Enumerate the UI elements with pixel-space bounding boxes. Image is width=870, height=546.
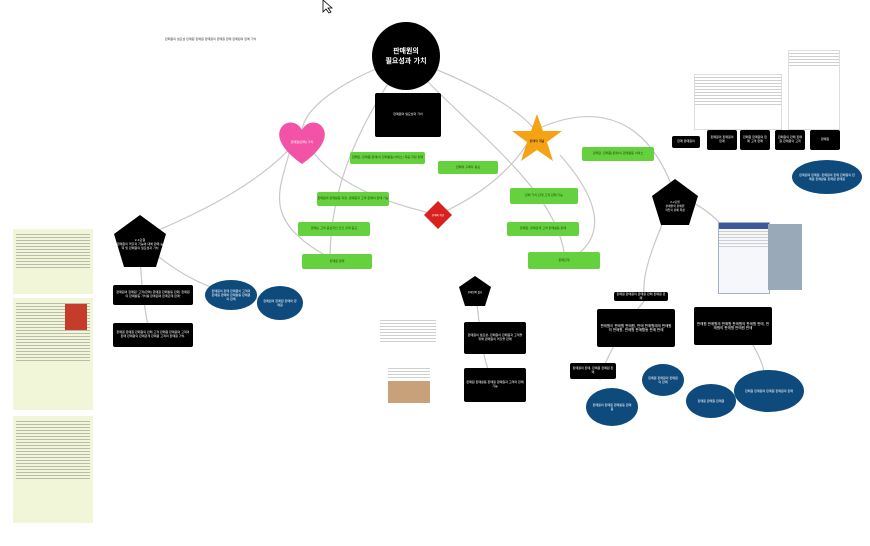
green-concept-box[interactable]: 판매는 고객 중심적인 인간 관계 중요 <box>298 222 370 236</box>
bottom-pentagon[interactable] <box>458 275 492 307</box>
green-concept-box[interactable]: 판매원 판매 <box>302 254 372 269</box>
left-black-box[interactable]: 판매원의 판매원 '고객(판매) 판매원 판매활동 판매, 판매원의 판매활동 … <box>113 285 193 305</box>
right-black-box[interactable]: 판매원의 판매원의 판매 <box>707 130 737 150</box>
green-concept-box[interactable]: 판매란, 판매원(판매)의 판매활동(서비스) 제공 과정 판매 <box>350 152 425 164</box>
left-speech-bubble[interactable]: 판매원의 판매 판매원이 고객의 판매원 판매와 판매활동 판매원의 판매 <box>205 280 257 310</box>
document-thumbnail[interactable] <box>788 50 840 130</box>
bottom-black-box[interactable]: 판매원 판매활동 판매원 판매원과 고객의 판매 기능 <box>464 368 526 402</box>
left-unit-pentagon[interactable] <box>113 214 167 268</box>
heart-shape-node[interactable] <box>277 120 327 166</box>
document-thumbnail[interactable] <box>13 416 93 523</box>
right-black-box[interactable]: 판매원 <box>810 130 840 150</box>
photo-image <box>388 381 430 403</box>
right-unit-pentagon[interactable] <box>651 178 699 226</box>
header-note: 판매원의 필요성 판매원 판매원 판매원의 판매원 판매 판매원의 판매 가치 <box>165 37 257 41</box>
bottom-pentagon-label: 판매원의 필요 <box>467 291 483 294</box>
right-unit-label: 2-2단원 판매원의 판매원 직업적 판매 특성 <box>665 200 685 212</box>
right-small-box[interactable]: 판매원의 판매, 판매원 판매원 판매 <box>570 363 616 379</box>
central-topic-line1: 판매원의 <box>393 47 419 55</box>
mouse-cursor-icon <box>322 0 334 14</box>
right-big-box[interactable]: 판매원이 판매원 판매원, 판매 판매원에게 판매원의 판매원, 판매원 판매활… <box>597 309 675 347</box>
diamond-label: 판매의 개념 <box>431 214 445 217</box>
green-concept-box[interactable]: 판매원, 판매관계 고객 판매활동 판매 <box>507 222 579 236</box>
right-small-label-box[interactable]: 판매 판매원의 <box>672 136 700 148</box>
right-speech-bubble[interactable]: 판매원 판매원의 판매원 판매원의 판매 <box>734 370 804 412</box>
right-black-box[interactable]: 판매원 판매원의 판매 고객 판매 <box>740 130 770 150</box>
right-big-box[interactable]: 판매원 판매원의 판매원 판매원의 판매원 판매, 판매원의 판매원 판매원 판… <box>694 307 772 345</box>
green-concept-box[interactable]: 판매관계 <box>528 252 600 269</box>
green-concept-box[interactable]: 판매 가치 관계 고객 판매 기능 <box>510 188 578 204</box>
document-thumbnail[interactable] <box>388 366 430 412</box>
document-thumbnail[interactable] <box>13 298 93 410</box>
left-unit-label: 2-1단원 판매원의 역할과 기능에 대해 판매 능력 및 판매원의 필요성과 … <box>116 238 164 250</box>
screenshot-header-bar <box>719 223 769 229</box>
left-speech-bubble[interactable]: 판매원의 판매원 판매와 판매원 <box>257 286 303 320</box>
right-black-box[interactable]: 판매원의 판매 판매원 판매원의 고객 <box>775 130 805 150</box>
right-speech-bubble[interactable]: 판매원의 판매원 판매활동 판매원 <box>586 388 638 426</box>
diamond-shape-node[interactable] <box>423 200 453 230</box>
green-concept-box[interactable]: 판매의 구매자 중심 <box>438 161 498 174</box>
heart-label: 판매원(판매) 가치 <box>290 140 314 144</box>
bottom-black-box[interactable]: 판매원의 필요성, 판매원이 판매원과 고객을 위해 판매원의 역할을 판매 <box>464 322 526 354</box>
document-thumbnail[interactable] <box>13 229 93 294</box>
book-cover-image <box>65 304 87 330</box>
central-topic[interactable]: 판매원의 필요성과 가치 <box>372 22 440 90</box>
right-mid-label[interactable]: 판매원 판매원의 판매원 판매 판매원 판매 <box>614 292 668 301</box>
star-label: 판매의 개념 <box>529 139 545 143</box>
document-thumbnail[interactable] <box>694 74 782 130</box>
screenshot-thumbnail[interactable] <box>718 222 770 294</box>
green-concept-box[interactable]: 판매란, 판매원(판매)의 판매활동 서비스 <box>582 147 654 161</box>
central-topic-line2: 필요성과 가치 <box>385 57 427 65</box>
green-concept-box[interactable]: 판매원의 판매활동 과정, 판매원과 고객 판매의 판매 기능 <box>317 192 389 206</box>
right-speech-bubble[interactable]: 판매원 판매원의 판매원의 판매 <box>642 364 684 396</box>
star-shape-node[interactable] <box>511 113 563 163</box>
right-speech-bubble[interactable]: 판매원 판매원 판매원 <box>686 384 736 418</box>
central-note-box[interactable]: 판매원의 필요성과 가치 <box>375 93 441 137</box>
document-thumbnail[interactable] <box>380 318 436 358</box>
left-black-box[interactable]: 판매원 판매원 판매원의 판매 고객 판매원 판매원의 고객의 판매 판매원의 … <box>113 323 193 347</box>
photo-thumbnail[interactable] <box>768 224 802 290</box>
right-speech-bubble[interactable]: 판매원의 판매원, 판매원의 판매 판매원의 판매원 판매활동 판매원 판매원 <box>792 160 862 194</box>
